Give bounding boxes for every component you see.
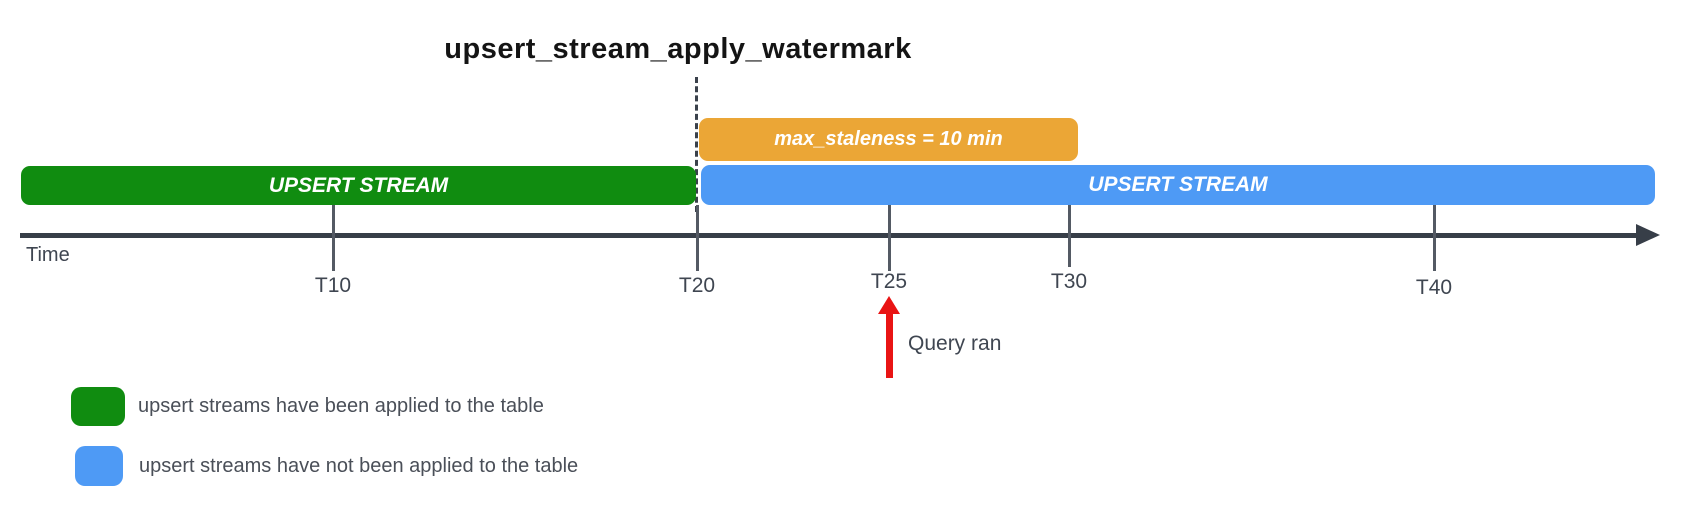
- legend-label-not-applied: upsert streams have not been applied to …: [139, 455, 579, 477]
- diagram-title: upsert_stream_apply_watermark: [444, 33, 912, 65]
- tick-t10: [332, 205, 335, 271]
- tick-label-t10: T10: [314, 274, 352, 297]
- max-staleness-bar-label: max_staleness = 10 min: [774, 128, 1003, 150]
- time-axis-line: [20, 233, 1638, 238]
- tick-label-t25: T25: [870, 270, 908, 293]
- query-ran-arrow-icon: [878, 296, 900, 314]
- legend-label-applied: upsert streams have been applied to the …: [138, 395, 544, 417]
- tick-t30: [1068, 205, 1071, 267]
- legend-swatch-applied: [71, 387, 125, 426]
- tick-label-t30: T30: [1050, 270, 1088, 293]
- not-applied-upsert-stream-bar: UPSERT STREAM: [701, 165, 1655, 205]
- tick-t40: [1433, 205, 1436, 271]
- query-ran-arrow-shaft: [886, 312, 893, 378]
- tick-t25: [888, 205, 891, 271]
- applied-upsert-stream-bar: UPSERT STREAM: [21, 166, 696, 205]
- tick-label-t20: T20: [678, 274, 716, 297]
- tick-t20: [696, 205, 699, 271]
- time-axis-label: Time: [26, 244, 70, 266]
- time-axis-arrowhead-icon: [1636, 224, 1660, 246]
- watermark-dashed-line: [695, 77, 698, 212]
- query-ran-label: Query ran: [908, 332, 1002, 355]
- max-staleness-bar: max_staleness = 10 min: [699, 118, 1078, 161]
- applied-upsert-stream-bar-label: UPSERT STREAM: [268, 173, 449, 197]
- not-applied-upsert-stream-bar-label: UPSERT STREAM: [1088, 173, 1268, 196]
- legend-swatch-not-applied: [75, 446, 123, 486]
- tick-label-t40: T40: [1415, 276, 1453, 299]
